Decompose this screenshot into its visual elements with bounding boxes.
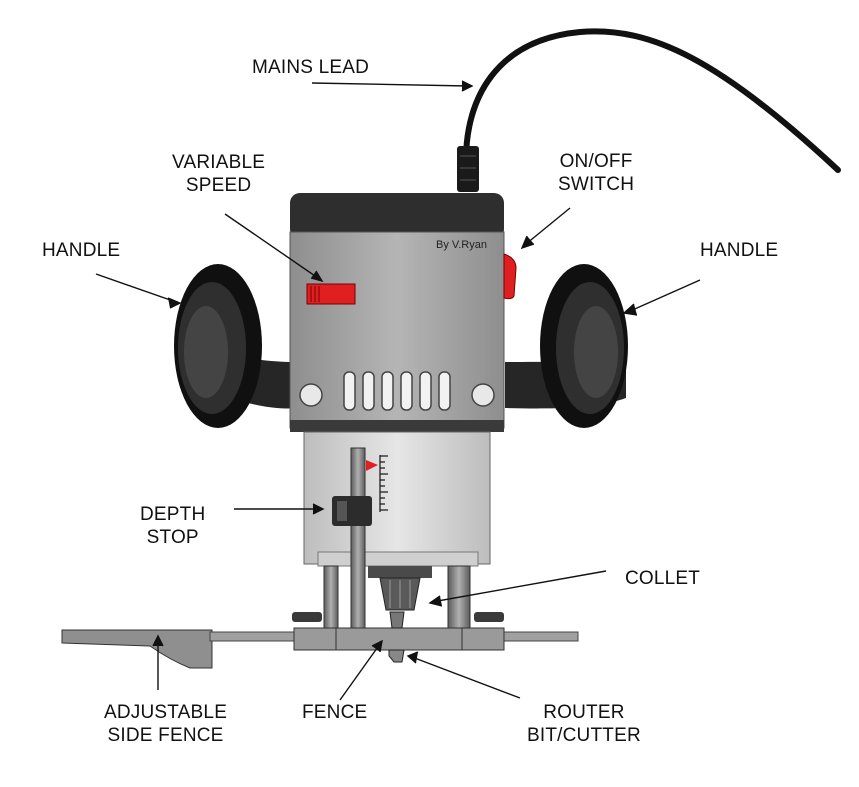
label-handle-right: HANDLE (700, 240, 779, 261)
depth-scale (379, 455, 388, 512)
label-depth-stop-line2: STOP (146, 527, 199, 548)
plunge-column-left (323, 565, 339, 631)
adjustable-side-fence (61, 629, 213, 669)
body-screw-right (471, 383, 495, 407)
air-vents (343, 371, 451, 411)
author-credit: By V.Ryan (436, 239, 487, 251)
label-variable-speed: VARIABLE SPEED (172, 151, 265, 197)
body-screw-left (299, 383, 323, 407)
handle-right-arrow (627, 279, 701, 313)
label-on-off-line1: ON/OFF (559, 151, 633, 172)
router-base (293, 627, 505, 651)
label-depth-stop-line1: DEPTH (140, 504, 206, 525)
fence-arrow (339, 643, 381, 701)
router-body (289, 231, 505, 429)
mains-lead-cable (463, 28, 841, 173)
label-side-fence-line1: ADJUSTABLE (104, 702, 228, 723)
label-adjustable-side-fence: ADJUSTABLE SIDE FENCE (104, 701, 227, 747)
mains-lead-arrow (311, 82, 469, 87)
label-variable-speed-line1: VARIABLE (172, 152, 266, 173)
variable-speed-arrow (224, 213, 319, 279)
right-handle (540, 264, 628, 428)
leader-lines (95, 80, 701, 701)
label-side-fence-line2: SIDE FENCE (107, 725, 224, 746)
router-top-cap (290, 193, 504, 239)
depth-pointer (366, 460, 378, 471)
label-variable-speed-line2: SPEED (185, 175, 252, 196)
label-fence: FENCE (302, 702, 368, 723)
handle-left-arrow (95, 273, 177, 303)
label-router-bit-line1: ROUTER (543, 702, 625, 723)
on-off-switch (503, 253, 517, 300)
depth-stop (332, 496, 372, 526)
variable-speed-dial (306, 283, 356, 305)
collet-arrow (431, 570, 607, 603)
motor-housing (303, 431, 491, 565)
router-bit (389, 611, 405, 629)
collet (368, 566, 432, 611)
left-handle (174, 264, 262, 428)
cable-grommet (457, 146, 479, 192)
label-router-bit: ROUTER BIT/CUTTER (527, 701, 641, 747)
label-on-off-line2: SWITCH (558, 174, 635, 195)
router-bit-arrow (411, 656, 521, 699)
on-off-arrow (525, 207, 571, 245)
label-depth-stop: DEPTH STOP (140, 503, 205, 549)
label-mains-lead: MAINS LEAD (252, 57, 370, 78)
label-collet: COLLET (625, 568, 701, 589)
label-on-off-switch: ON/OFF SWITCH (558, 150, 634, 196)
label-router-bit-line2: BIT/CUTTER (527, 725, 641, 746)
depth-rod (350, 447, 366, 629)
label-handle-left: HANDLE (42, 240, 121, 261)
